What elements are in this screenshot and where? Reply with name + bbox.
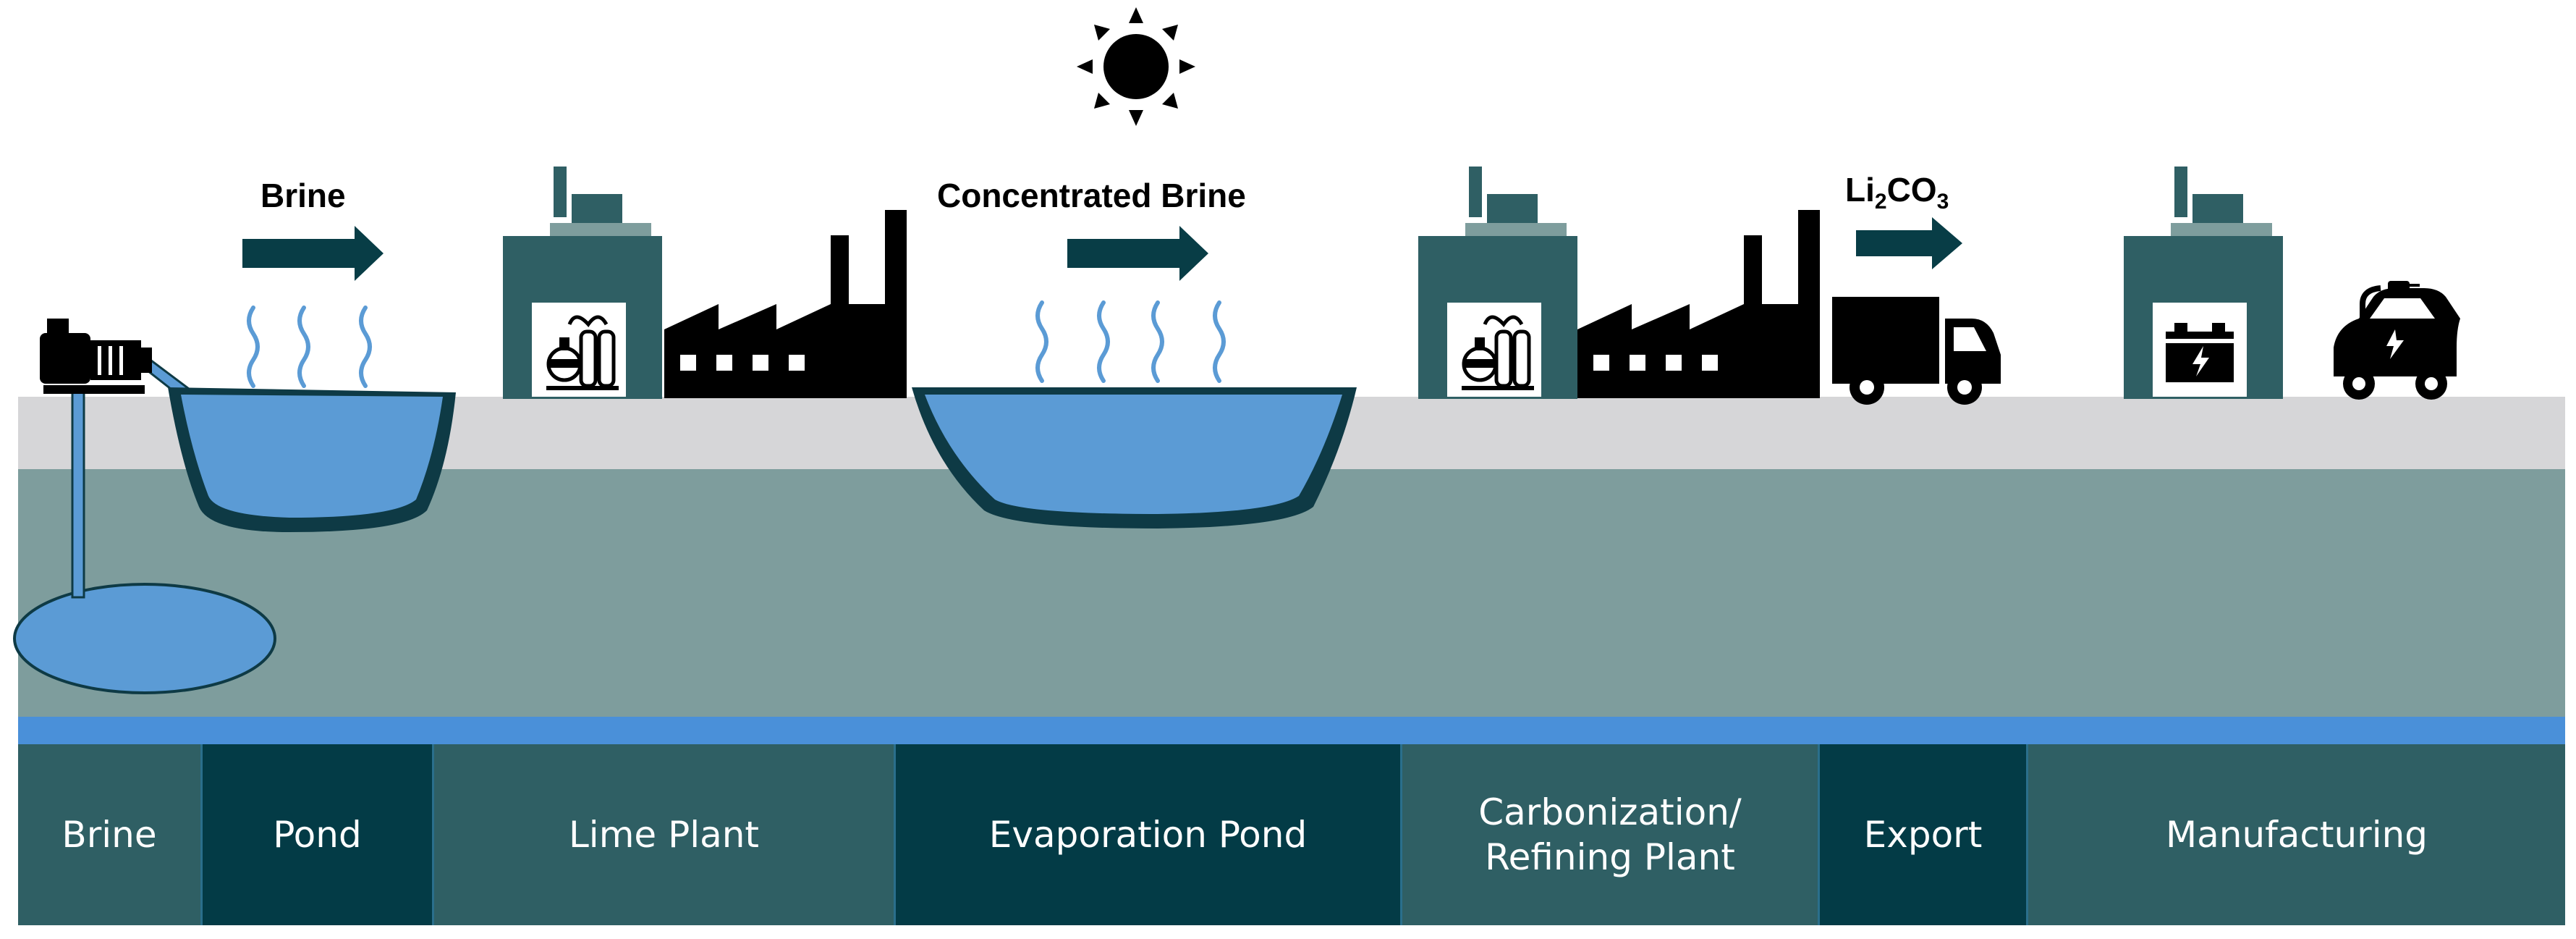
battery-icon: [2153, 303, 2247, 397]
stage-label: Pond: [273, 814, 362, 856]
pond: [168, 387, 456, 532]
product-mid: CO: [1886, 171, 1937, 209]
brine-reservoir: [13, 583, 276, 694]
arrow-brine: [242, 226, 384, 281]
product-sub2: 3: [1936, 190, 1949, 214]
stage-refining-plant: Carbonization/ Refining Plant: [1402, 744, 1820, 925]
arrow-concentrated-brine: [1067, 226, 1208, 281]
evaporation-pond: [912, 387, 1357, 529]
chemical-plant-icon: [1447, 303, 1541, 397]
brine-arrow-label: Brine: [260, 177, 346, 214]
stage-label: Manufacturing: [2165, 814, 2428, 856]
lime-plant-building: [503, 167, 662, 399]
refining-plant-building: [1418, 167, 1577, 399]
brine-pipe: [71, 390, 85, 599]
factory-icon: [664, 210, 907, 398]
stage-label: Lime Plant: [568, 814, 760, 856]
electric-car-icon: [2334, 281, 2460, 400]
arrow-product: [1856, 217, 1962, 269]
product-base: Li: [1845, 171, 1875, 209]
blue-band: [18, 717, 2565, 744]
stage-label: Evaporation Pond: [988, 814, 1308, 856]
stage-evaporation-pond: Evaporation Pond: [896, 744, 1402, 925]
stage-label: Export: [1863, 814, 1983, 856]
truck-icon: [1832, 297, 2001, 405]
pump-icon: [40, 319, 152, 394]
stage-pond: Pond: [203, 744, 434, 925]
stage-manufacturing: Manufacturing: [2028, 744, 2565, 925]
product-sub1: 2: [1874, 190, 1887, 214]
factory-icon: [1577, 210, 1820, 398]
concentrated-brine-arrow-label: Concentrated Brine: [937, 177, 1246, 214]
stage-label: Carbonization/ Refining Plant: [1478, 791, 1742, 878]
manufacturing-building: [2124, 167, 2283, 399]
stage-brine: Brine: [18, 744, 203, 925]
steam-icons: [247, 300, 1226, 388]
chemical-plant-icon: [532, 303, 626, 397]
stage-export: Export: [1820, 744, 2028, 925]
stage-lime-plant: Lime Plant: [434, 744, 896, 925]
stage-label: Brine: [62, 814, 157, 856]
sun-icon: [1077, 7, 1195, 126]
product-label: Li2CO3: [1845, 170, 1949, 214]
